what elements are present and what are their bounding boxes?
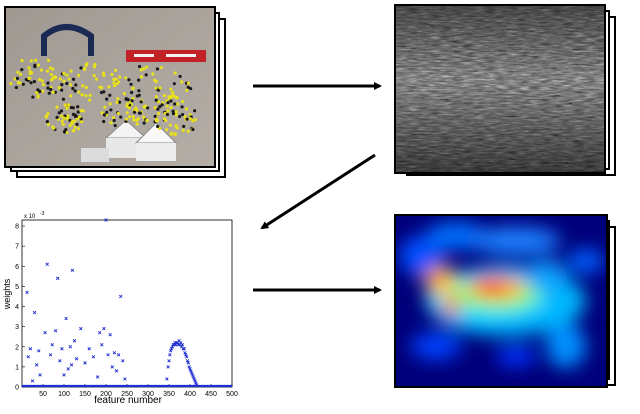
data-point xyxy=(104,218,108,222)
data-point xyxy=(121,359,125,363)
data-point xyxy=(95,375,100,379)
data-point xyxy=(187,365,191,369)
data-point xyxy=(30,379,35,383)
data-point xyxy=(43,330,47,335)
density-heatmap xyxy=(394,214,608,388)
data-point xyxy=(70,268,75,273)
data-point xyxy=(168,349,173,353)
arrow-features-to-plot xyxy=(260,153,376,230)
y-tick-label: 6 xyxy=(15,264,19,271)
data-point xyxy=(189,371,194,375)
data-point xyxy=(118,294,123,299)
data-point xyxy=(55,276,60,281)
data-point xyxy=(195,383,199,387)
data-point xyxy=(50,343,54,347)
x-tick-label: 150 xyxy=(79,391,91,398)
y-exponent-base: x 10 xyxy=(24,214,36,220)
data-point xyxy=(45,262,49,266)
x-tick-label: 200 xyxy=(100,391,112,398)
data-point xyxy=(62,373,66,377)
data-point xyxy=(189,369,193,373)
data-point xyxy=(167,359,171,363)
y-tick-label: 0 xyxy=(15,385,19,392)
x-tick-label: 300 xyxy=(142,391,154,398)
x-tick-label: 100 xyxy=(58,391,70,398)
data-point xyxy=(192,377,196,381)
plot-area xyxy=(21,219,233,388)
x-tick-label: 350 xyxy=(163,391,175,398)
data-point xyxy=(68,345,73,349)
x-tick-label: 250 xyxy=(121,391,133,398)
data-point xyxy=(180,343,185,347)
data-point xyxy=(28,347,33,351)
data-point xyxy=(188,367,192,371)
x-axis-label: feature number xyxy=(94,395,162,406)
data-point xyxy=(183,351,187,355)
data-point xyxy=(25,290,29,295)
crowd-photo xyxy=(4,6,216,168)
data-point xyxy=(37,349,41,353)
data-point xyxy=(91,355,96,359)
data-point xyxy=(79,326,83,331)
y-tick-label: 7 xyxy=(15,244,19,251)
feature-map xyxy=(394,4,606,174)
data-point xyxy=(53,328,58,333)
data-point xyxy=(166,365,170,369)
data-point xyxy=(185,359,190,363)
data-point xyxy=(123,377,127,381)
feature-stack xyxy=(394,4,616,176)
data-point xyxy=(112,351,117,355)
data-point xyxy=(100,343,104,347)
data-point xyxy=(58,359,62,363)
y-tick-label: 4 xyxy=(15,304,19,311)
data-point xyxy=(181,347,185,351)
y-axis-label: weights xyxy=(2,278,12,310)
data-point xyxy=(26,355,31,359)
runner-crowd xyxy=(9,58,198,137)
data-point xyxy=(97,330,102,335)
photo-stack xyxy=(4,6,226,178)
data-point xyxy=(110,365,115,369)
data-point xyxy=(66,367,70,371)
data-point xyxy=(186,361,191,365)
data-point xyxy=(74,357,79,361)
data-point xyxy=(184,355,189,359)
data-point xyxy=(114,369,119,373)
data-point xyxy=(194,381,198,385)
data-point xyxy=(69,363,74,367)
data-point xyxy=(60,347,64,351)
y-tick-label: 1 xyxy=(15,364,19,371)
data-point xyxy=(182,347,186,351)
data-point xyxy=(38,373,42,377)
data-point xyxy=(72,339,77,343)
data-point xyxy=(64,316,68,321)
data-point xyxy=(32,310,37,315)
data-point xyxy=(116,353,121,357)
data-point xyxy=(48,353,53,357)
data-point xyxy=(108,332,112,337)
data-point xyxy=(184,353,188,357)
data-point xyxy=(106,353,110,357)
y-tick-label: 3 xyxy=(15,324,19,331)
x-tick-label: 400 xyxy=(184,391,196,398)
y-tick-label: 5 xyxy=(15,284,19,291)
y-tick-label: 2 xyxy=(15,344,19,351)
data-point xyxy=(191,375,196,379)
data-point xyxy=(87,347,91,351)
data-point xyxy=(165,377,169,381)
data-point xyxy=(169,347,174,351)
data-point xyxy=(102,326,106,331)
data-point xyxy=(193,379,197,383)
heatmap-stack xyxy=(394,214,616,388)
y-tick-label: 8 xyxy=(15,224,19,231)
data-point xyxy=(83,361,87,365)
data-point xyxy=(190,373,195,377)
x-tick-label: 500 xyxy=(226,391,238,398)
y-exponent-power: -3 xyxy=(40,211,45,217)
x-tick-label: 450 xyxy=(205,391,217,398)
data-point xyxy=(168,353,172,357)
x-tick-label: 50 xyxy=(39,391,47,398)
data-point xyxy=(34,363,39,367)
